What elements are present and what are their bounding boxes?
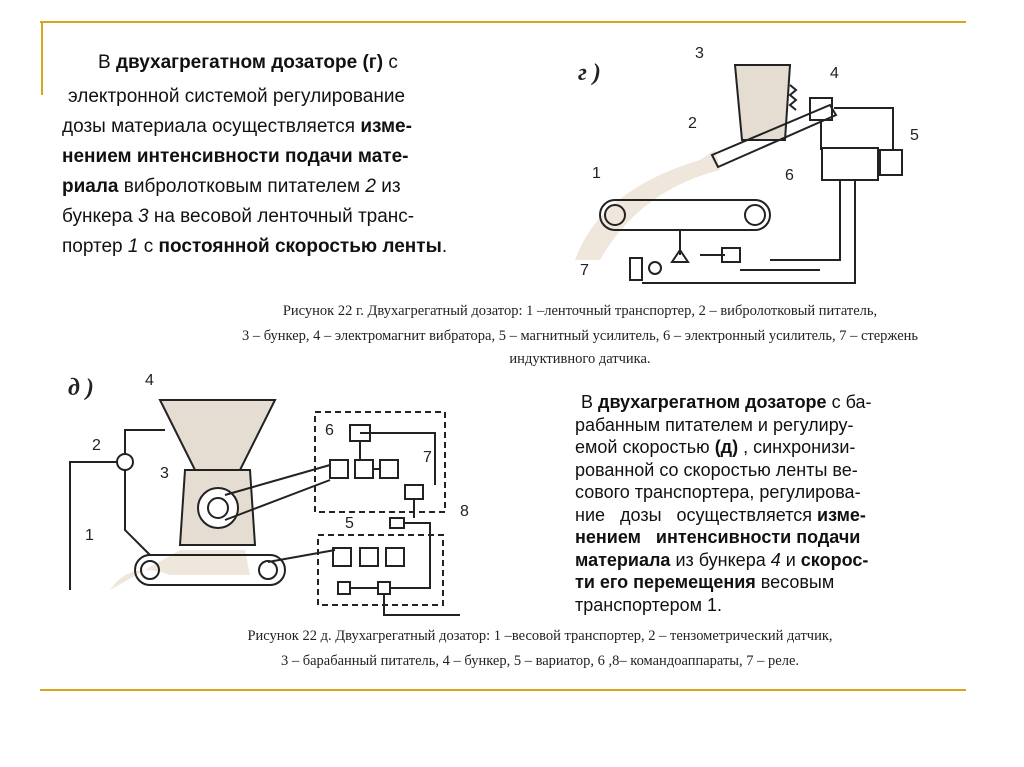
block-element	[354, 459, 374, 479]
sensor-coil	[648, 261, 662, 275]
wiring	[642, 180, 856, 284]
svg-text:7: 7	[423, 449, 432, 466]
block-6	[314, 411, 446, 513]
pulley	[604, 204, 626, 226]
svg-text:4: 4	[145, 372, 154, 389]
svg-text:6: 6	[785, 167, 794, 184]
bottom-rule	[40, 689, 966, 691]
caption-d: Рисунок 22 д. Двухагрегатный дозатор: 1 …	[247, 628, 833, 669]
svg-text:2: 2	[688, 115, 697, 132]
block-element	[379, 459, 399, 479]
strain-sensor	[116, 453, 134, 471]
diagram-d-label: д )	[68, 375, 94, 401]
material-flow	[575, 150, 720, 260]
svg-text:6: 6	[325, 422, 334, 439]
block-element	[332, 547, 352, 567]
pulley	[140, 560, 160, 580]
electronic-amplifier	[821, 147, 879, 181]
svg-text:5: 5	[910, 127, 919, 144]
wiring	[359, 432, 436, 485]
weigh-conveyor	[134, 554, 286, 586]
electromagnet	[809, 97, 833, 121]
belt-conveyor	[599, 199, 771, 231]
svg-text:8: 8	[460, 503, 469, 520]
diagram-g-label: г )	[578, 60, 601, 86]
spring	[788, 84, 798, 111]
wiring	[770, 180, 841, 261]
material-flow	[110, 550, 250, 590]
hopper	[158, 399, 277, 471]
paragraph-g: В двухагрегатном дозаторе (г) с электрон…	[62, 52, 448, 257]
svg-text:1: 1	[85, 527, 94, 544]
pulley	[744, 204, 766, 226]
counterweight	[721, 247, 741, 263]
block-element	[337, 581, 351, 595]
drum-hub	[207, 497, 229, 519]
wiring	[69, 429, 165, 590]
svg-text:7: 7	[580, 262, 589, 279]
vibro-feeder	[710, 103, 838, 169]
svg-text:2: 2	[92, 437, 101, 454]
magnetic-amplifier	[879, 149, 903, 176]
svg-text:3: 3	[160, 465, 169, 482]
pulley	[258, 560, 278, 580]
svg-text:5: 5	[345, 515, 354, 532]
block-element	[329, 459, 349, 479]
svg-text:3: 3	[695, 45, 704, 62]
block-element	[385, 547, 405, 567]
top-rule	[40, 21, 966, 23]
block-8	[317, 534, 444, 606]
drive-belt	[224, 464, 331, 521]
hopper	[733, 64, 792, 141]
diagram-g: г ) 3 4 2 5 1 6 7	[575, 45, 919, 284]
inductive-sensor-rod	[629, 257, 643, 281]
left-rule	[41, 21, 43, 95]
svg-text:4: 4	[830, 65, 839, 82]
block-element	[359, 547, 379, 567]
weigh-support	[670, 230, 725, 263]
paragraph-d: В двухагрегатном дозаторе с ба- рабанным…	[575, 392, 872, 615]
block-element	[389, 517, 405, 529]
wiring	[350, 499, 460, 616]
svg-text:1: 1	[592, 165, 601, 182]
caption-g: Рисунок 22 г. Двухагрегатный дозатор: 1 …	[241, 303, 919, 367]
block-element	[377, 581, 391, 595]
wiring	[820, 107, 894, 150]
drive-belt	[267, 549, 336, 563]
relay	[404, 484, 424, 500]
